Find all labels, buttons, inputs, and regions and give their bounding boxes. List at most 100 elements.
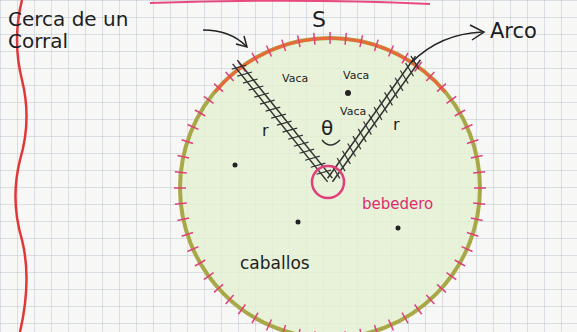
fence-post (299, 149, 314, 153)
fence-tick (345, 33, 346, 45)
fence-tick (374, 40, 378, 51)
fence-post (353, 136, 361, 149)
fence-tick (360, 35, 362, 47)
fence-tick (252, 313, 258, 323)
fence-tick (187, 247, 198, 252)
angle-label: θ (321, 117, 333, 139)
fence-tick (462, 247, 473, 252)
animal-dot (233, 163, 238, 168)
fence-tick (389, 320, 394, 331)
cow-label: Vaca (340, 106, 366, 118)
fence-post (406, 63, 414, 76)
fence-tick (226, 295, 234, 304)
fence-tick (360, 329, 362, 332)
fence-tick (177, 156, 189, 158)
fence-tick (345, 331, 346, 332)
fence-tick (204, 96, 214, 103)
fence-tick (204, 273, 214, 280)
fence-post (288, 135, 303, 139)
fence-tick (298, 35, 300, 47)
fence-tick (214, 284, 223, 292)
fence-rail (233, 64, 328, 182)
radius-label: r (262, 122, 269, 140)
leader-arrow (412, 32, 482, 62)
fence-tick (329, 32, 331, 44)
fence-ticks (174, 32, 486, 332)
fence-post (342, 151, 350, 164)
fence-post (283, 128, 298, 132)
fence-tick (214, 84, 223, 92)
fence-tick (455, 110, 465, 116)
fence-tick (174, 187, 186, 189)
fence-tick (426, 295, 434, 304)
fence-hatching (232, 56, 421, 182)
fence-tick (471, 156, 483, 158)
pink-stroke (150, 1, 430, 4)
fence-post (390, 85, 398, 98)
fence-tick (182, 232, 193, 236)
fence-tick (402, 313, 408, 323)
arc-label: Arco (490, 20, 537, 43)
fence-tick (182, 140, 193, 144)
fence-tick (282, 40, 286, 51)
fence-tick (267, 320, 272, 331)
fence-post (243, 79, 258, 83)
trough-circle (312, 166, 344, 198)
fence-tick (177, 218, 189, 220)
fence-post (348, 143, 356, 156)
trough-label: bebedero (362, 196, 433, 213)
fence-tick (282, 325, 286, 332)
fence-post (249, 86, 264, 90)
fence-tick (314, 33, 315, 45)
fence-post (277, 121, 292, 125)
fence-rail (328, 56, 416, 178)
leader-arrow (203, 30, 246, 46)
fence-rail (237, 60, 332, 178)
fence-tick (314, 331, 315, 332)
fence-tick (402, 53, 408, 63)
fence-tick (462, 125, 473, 130)
arc-length-label: S (312, 8, 326, 32)
fence-tick (238, 304, 245, 314)
cow-label: Vaca (343, 70, 369, 82)
fence-post (305, 156, 320, 160)
fence-tick (437, 84, 446, 92)
fence-tick (473, 172, 485, 173)
arrow-head (236, 36, 247, 47)
cow-label: Vaca (282, 73, 308, 85)
fence-tick (195, 260, 205, 266)
fence-post (271, 114, 286, 118)
fence-label: Cerca de un Corral (8, 8, 158, 52)
fence-tick (446, 273, 456, 280)
angle-arc (322, 140, 340, 145)
fence-post (374, 107, 382, 120)
fence-tick (474, 187, 486, 189)
fence-tick (374, 325, 378, 332)
fence-tick (437, 284, 446, 292)
fence-tick (195, 110, 205, 116)
fence-post (400, 70, 408, 83)
fence-post (385, 92, 393, 105)
fence-tick (226, 72, 234, 81)
fence-tick (426, 72, 434, 81)
arrow-head (470, 25, 484, 40)
fence-post (254, 93, 269, 97)
fence-tick (471, 218, 483, 220)
fence-tick (455, 260, 465, 266)
fence-tick (467, 232, 478, 236)
fence-tick (187, 125, 198, 130)
fence-tick (467, 140, 478, 144)
animal-dot (345, 90, 351, 96)
radius-label: r (393, 116, 400, 134)
fence-tick (415, 304, 422, 314)
fence-post (232, 65, 247, 69)
fence-post (237, 72, 252, 76)
animal-dot (296, 220, 301, 225)
fence-post (294, 142, 309, 146)
fence-rail (332, 60, 420, 182)
fence-post (395, 78, 403, 91)
fence-tick (473, 203, 485, 204)
fence-tick (252, 53, 258, 63)
